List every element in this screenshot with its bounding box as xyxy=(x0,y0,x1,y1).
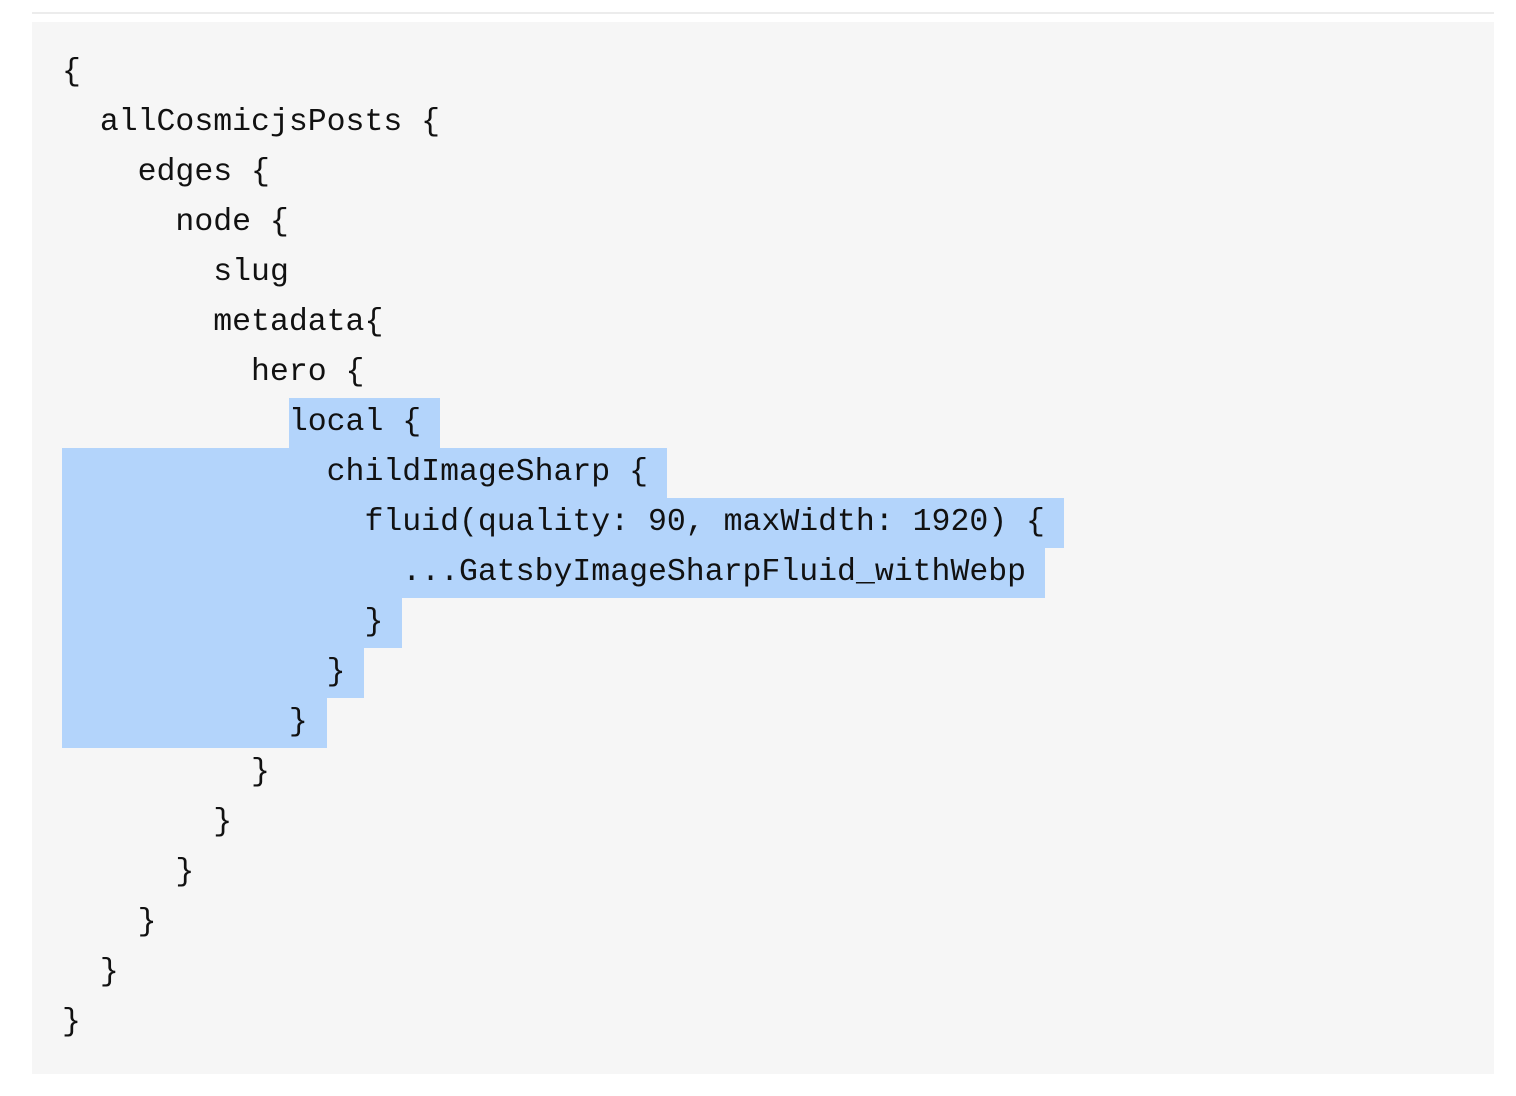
code-line: } xyxy=(62,798,1064,848)
selected-text: fluid(quality: 90, maxWidth: 1920) { xyxy=(364,498,1064,548)
code-text xyxy=(62,905,138,940)
code-line: node { xyxy=(62,198,1064,248)
code-line: fluid(quality: 90, maxWidth: 1920) { xyxy=(62,498,1064,548)
code-text: } xyxy=(213,805,233,840)
code-line: hero { xyxy=(62,348,1064,398)
code-text: allCosmicjsPosts { xyxy=(99,105,441,140)
code-text: hero { xyxy=(251,355,365,390)
code-text: metadata{ xyxy=(213,305,384,340)
code-line: edges { xyxy=(62,148,1064,198)
code-text: slug xyxy=(213,255,289,290)
code-line: { xyxy=(62,48,1064,98)
selected-text: } xyxy=(364,598,403,648)
code-line: allCosmicjsPosts { xyxy=(62,98,1064,148)
code-line: local { xyxy=(62,398,1064,448)
code-line: ...GatsbyImageSharpFluid_withWebp xyxy=(62,548,1064,598)
code-line: childImageSharp { xyxy=(62,448,1064,498)
selected-text xyxy=(62,648,327,698)
code-line: } xyxy=(62,998,1064,1048)
selected-text xyxy=(62,698,289,748)
code-line: slug xyxy=(62,248,1064,298)
code-text: edges { xyxy=(137,155,270,190)
code-block[interactable]: { allCosmicjsPosts { edges { node { slug… xyxy=(32,22,1494,1074)
code-text: } xyxy=(137,905,157,940)
selected-text xyxy=(62,548,403,598)
code-line: } xyxy=(62,848,1064,898)
selected-text: local { xyxy=(288,398,441,448)
code-text xyxy=(62,205,175,240)
code-text xyxy=(62,855,175,890)
code-line: } xyxy=(62,598,1064,648)
code-line: } xyxy=(62,648,1064,698)
code-text: } xyxy=(99,955,119,990)
code-text: } xyxy=(175,855,195,890)
code-text xyxy=(62,255,213,290)
code-text xyxy=(62,805,213,840)
code-text: } xyxy=(62,1005,81,1040)
code-text xyxy=(62,355,251,390)
code-line: } xyxy=(62,898,1064,948)
selected-text xyxy=(62,448,327,498)
code-text: node { xyxy=(175,205,289,240)
selected-text: ...GatsbyImageSharpFluid_withWebp xyxy=(402,548,1045,598)
code-line: } xyxy=(62,698,1064,748)
selected-text: } xyxy=(326,648,365,698)
code-text: { xyxy=(62,55,81,90)
code-text: } xyxy=(251,755,270,790)
selected-text xyxy=(62,598,365,648)
code-line: } xyxy=(62,748,1064,798)
code-text xyxy=(62,305,213,340)
selected-text: } xyxy=(288,698,327,748)
code-text xyxy=(62,755,251,790)
code-text xyxy=(62,155,138,190)
code-line: metadata{ xyxy=(62,298,1064,348)
code-line: } xyxy=(62,948,1064,998)
selected-text: childImageSharp { xyxy=(326,448,667,498)
code-text xyxy=(62,955,100,990)
code-lines: { allCosmicjsPosts { edges { node { slug… xyxy=(62,48,1064,1048)
code-text xyxy=(62,405,289,440)
top-divider xyxy=(32,12,1494,14)
code-text xyxy=(62,105,100,140)
selected-text xyxy=(62,498,365,548)
